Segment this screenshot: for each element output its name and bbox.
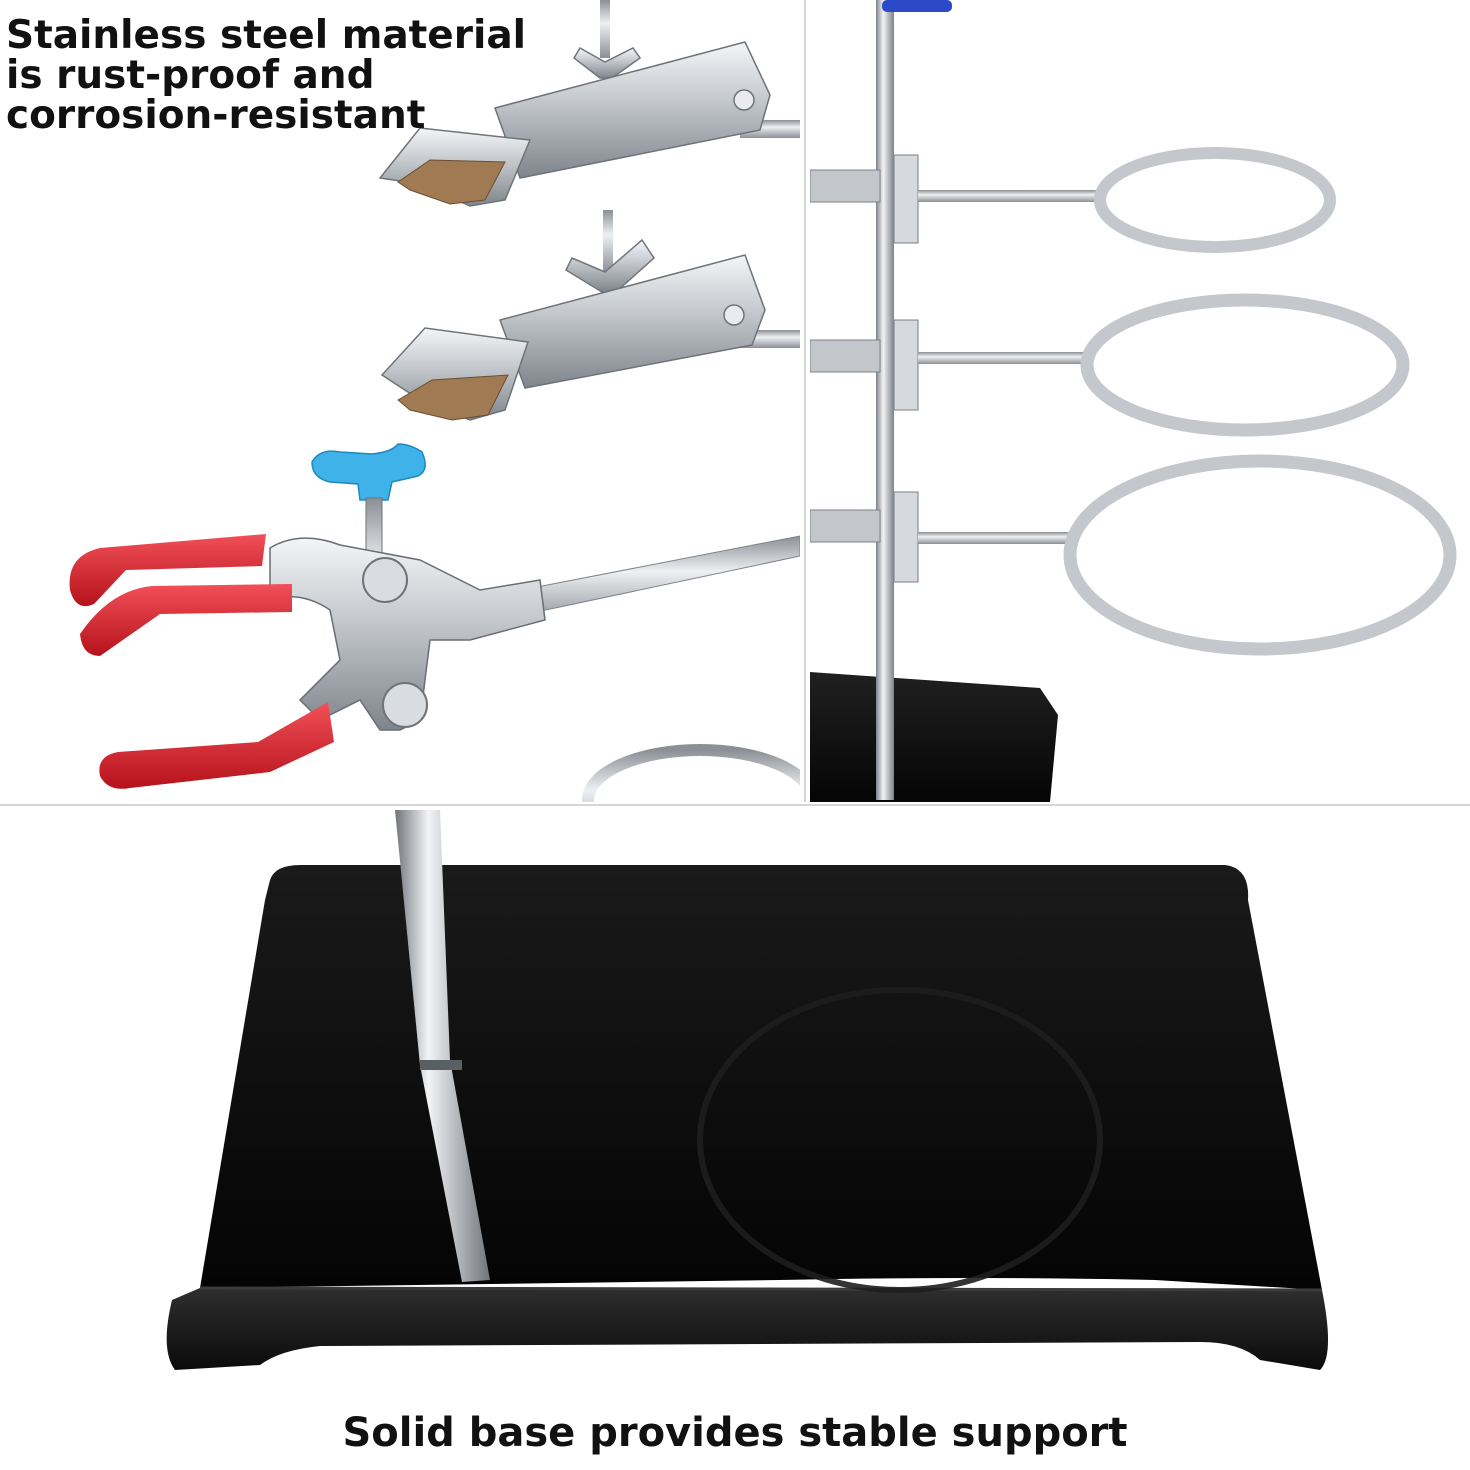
rings-photo-panel bbox=[810, 0, 1470, 802]
ring-loop-1 bbox=[1094, 147, 1336, 253]
rivet-lower bbox=[723, 304, 745, 326]
panel-divider-horizontal bbox=[0, 804, 1470, 806]
wing-nut-lower bbox=[565, 238, 655, 293]
support-ring-small bbox=[810, 147, 1336, 253]
reflection-arc bbox=[697, 987, 1103, 1293]
base-illustration bbox=[166, 810, 1329, 1370]
base-caption: Solid base provides stable support bbox=[342, 1410, 1128, 1456]
ring-bosshead-2 bbox=[810, 339, 881, 373]
pivot-lower bbox=[382, 682, 428, 728]
material-caption-line-2: is rust-proof and bbox=[6, 53, 375, 98]
wing-nut-upper bbox=[573, 46, 642, 79]
ring-collar-3 bbox=[893, 491, 919, 583]
rings-illustration bbox=[810, 0, 1457, 802]
ring-arm-3 bbox=[918, 532, 1078, 544]
ring-loop-3 bbox=[1063, 454, 1457, 656]
wing-screw-lower bbox=[603, 210, 613, 272]
blue-thumb-knob bbox=[311, 443, 426, 501]
iron-base-front bbox=[166, 1288, 1329, 1370]
three-prong-clamp bbox=[69, 443, 800, 789]
support-ring-medium bbox=[810, 293, 1410, 437]
material-caption-line-3: corrosion-resistant bbox=[6, 93, 426, 138]
ring-arm-1 bbox=[918, 190, 1098, 202]
partial-support-ring bbox=[582, 744, 800, 802]
red-grip-top bbox=[69, 534, 266, 607]
support-rod-vertical bbox=[876, 0, 894, 800]
clamps-illustration bbox=[69, 0, 800, 802]
red-grip-bottom bbox=[99, 702, 334, 789]
base-edge-highlight bbox=[199, 1286, 1323, 1292]
base-photo-panel bbox=[0, 810, 1470, 1470]
rod-joint bbox=[420, 1060, 462, 1070]
ring-bosshead-1 bbox=[810, 169, 881, 203]
iron-base-top bbox=[200, 865, 1322, 1290]
support-ring-large bbox=[810, 454, 1457, 656]
ring-arm-2 bbox=[918, 352, 1088, 364]
material-caption-line-1: Stainless steel material bbox=[6, 13, 527, 58]
blue-top-fitting bbox=[882, 0, 952, 12]
base-corner bbox=[810, 672, 1058, 802]
ring-bosshead-3 bbox=[810, 509, 881, 543]
material-caption: Stainless steel material is rust-proof a… bbox=[6, 16, 566, 136]
leather-pad-upper bbox=[397, 159, 506, 205]
leather-pad-lower bbox=[397, 374, 509, 421]
clamps-photo-panel bbox=[0, 0, 800, 802]
burette-clamp-lower bbox=[380, 210, 800, 421]
ring-collar-2 bbox=[893, 319, 919, 411]
clamp-jaw-arm-lower bbox=[499, 254, 766, 389]
panel-divider-vertical bbox=[804, 0, 806, 802]
burette-clamp-upper bbox=[378, 0, 800, 207]
ring-collar-1 bbox=[893, 154, 919, 244]
support-rod-base bbox=[395, 810, 490, 1282]
ring-loop-2 bbox=[1080, 293, 1410, 437]
wing-screw-upper bbox=[600, 0, 610, 58]
rivet-upper bbox=[733, 89, 755, 111]
red-grip-middle bbox=[80, 584, 292, 656]
pivot-upper bbox=[362, 557, 408, 603]
